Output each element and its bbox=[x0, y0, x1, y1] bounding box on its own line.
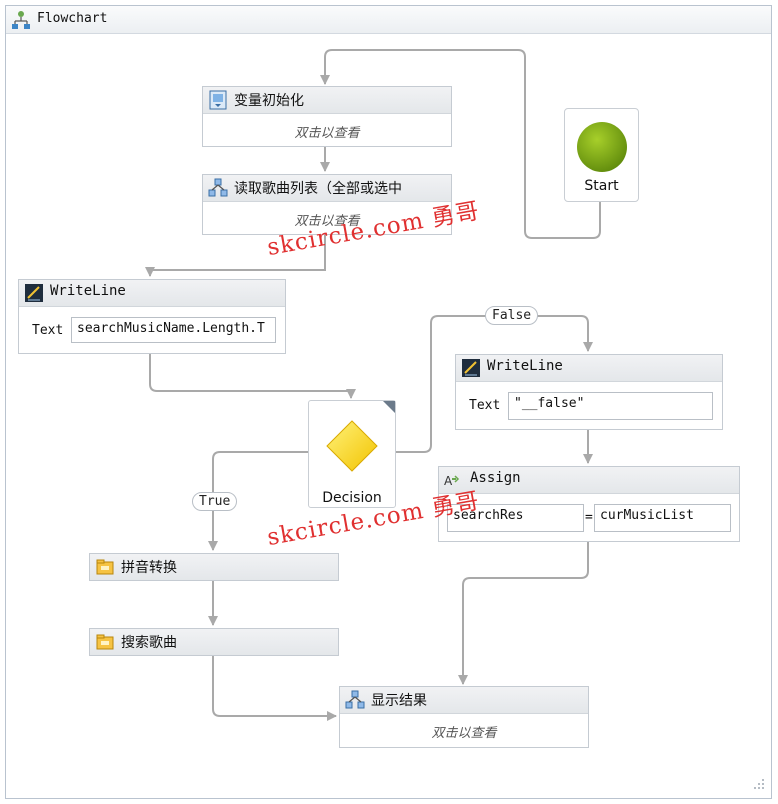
decision-node[interactable]: Decision bbox=[308, 400, 396, 508]
activity-title: 搜索歌曲 bbox=[121, 635, 177, 651]
assign-value-field[interactable]: curMusicList bbox=[594, 504, 731, 532]
activity-title: 变量初始化 bbox=[234, 93, 304, 109]
folder-icon bbox=[96, 634, 114, 650]
text-label: Text bbox=[32, 323, 64, 338]
activity-read-song-list[interactable]: 读取歌曲列表（全部或选中 双击以查看 bbox=[202, 174, 452, 235]
assign-to-field[interactable]: searchRes bbox=[447, 504, 584, 532]
flowchart-icon bbox=[12, 11, 30, 29]
assign-operator: = bbox=[585, 510, 593, 525]
invoke-icon bbox=[208, 178, 228, 197]
connector-search-to-show bbox=[212, 656, 337, 721]
connector-start-to-init bbox=[320, 49, 601, 239]
activity-pinyin-convert[interactable]: 拼音转换 bbox=[89, 553, 339, 581]
double-click-hint: 双击以查看 bbox=[431, 726, 497, 741]
svg-text:A: A bbox=[444, 474, 453, 488]
start-label: Start bbox=[584, 178, 619, 194]
activity-title: 拼音转换 bbox=[121, 560, 177, 576]
assign-icon: A bbox=[444, 474, 460, 488]
start-node[interactable]: Start bbox=[564, 108, 639, 202]
connector-decision-false bbox=[396, 315, 593, 453]
double-click-hint: 双击以查看 bbox=[294, 214, 360, 229]
activity-show-result[interactable]: 显示结果 双击以查看 bbox=[339, 686, 589, 748]
invoke-icon bbox=[345, 690, 365, 709]
text-expression-field[interactable]: searchMusicName.Length.T bbox=[71, 317, 276, 343]
corner-tab-icon bbox=[383, 401, 395, 413]
false-branch-label: False bbox=[485, 306, 539, 325]
writeline-icon bbox=[462, 359, 480, 377]
designer-header: Flowchart bbox=[6, 6, 771, 34]
text-expression-field[interactable]: "__false" bbox=[508, 392, 713, 420]
connector-writeline-to-decision bbox=[149, 354, 356, 399]
connector-read-to-writeline bbox=[145, 235, 326, 277]
activity-title: 读取歌曲列表（全部或选中 bbox=[234, 181, 402, 197]
activity-variable-init[interactable]: 变量初始化 双击以查看 bbox=[202, 86, 452, 147]
activity-writeline[interactable]: WriteLine Text searchMusicName.Length.T bbox=[18, 279, 286, 354]
connector-assign-to-show bbox=[458, 542, 589, 685]
activity-assign[interactable]: A Assign searchRes = curMusicList bbox=[438, 466, 740, 542]
activity-search-song[interactable]: 搜索歌曲 bbox=[89, 628, 339, 656]
folder-icon bbox=[96, 559, 114, 575]
resize-grip-icon bbox=[754, 779, 764, 789]
true-branch-label: True bbox=[192, 492, 238, 511]
activity-title: Assign bbox=[470, 470, 521, 486]
activity-title: WriteLine bbox=[50, 283, 126, 299]
activity-writeline-false[interactable]: WriteLine Text "__false" bbox=[455, 354, 723, 430]
designer-title: Flowchart bbox=[37, 11, 108, 26]
connector-decision-true bbox=[208, 451, 308, 551]
start-circle-icon bbox=[577, 122, 627, 172]
activity-title: WriteLine bbox=[487, 358, 563, 374]
sequence-icon bbox=[209, 90, 227, 110]
decision-label: Decision bbox=[322, 490, 382, 506]
writeline-icon bbox=[25, 284, 43, 302]
activity-title: 显示结果 bbox=[371, 693, 427, 709]
text-label: Text bbox=[469, 398, 501, 413]
decision-diamond-icon bbox=[326, 420, 378, 472]
double-click-hint: 双击以查看 bbox=[294, 126, 360, 141]
